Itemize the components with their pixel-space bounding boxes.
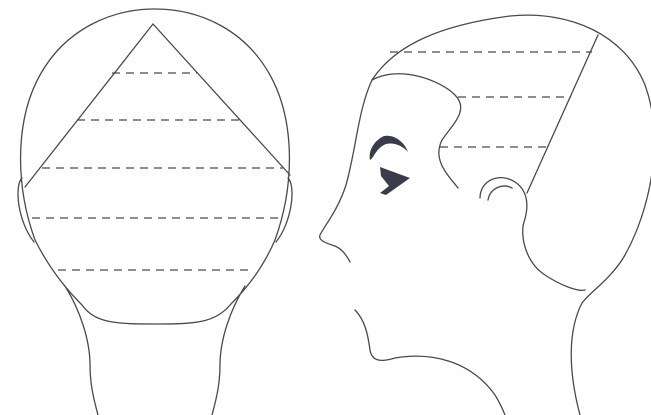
side-skull-outline [372,15,651,303]
side-eyebrow [370,136,408,160]
back-view-head [18,9,292,415]
side-diagonal-section [527,35,598,193]
side-neck-back [571,303,582,415]
side-face-profile [320,80,372,262]
side-chin-jaw [355,310,505,415]
side-ear-inner [488,186,512,200]
back-neck-right [212,286,245,415]
side-eye [380,167,410,195]
back-head-outline [21,9,290,324]
side-view-head [320,15,651,415]
side-ear [480,178,585,291]
